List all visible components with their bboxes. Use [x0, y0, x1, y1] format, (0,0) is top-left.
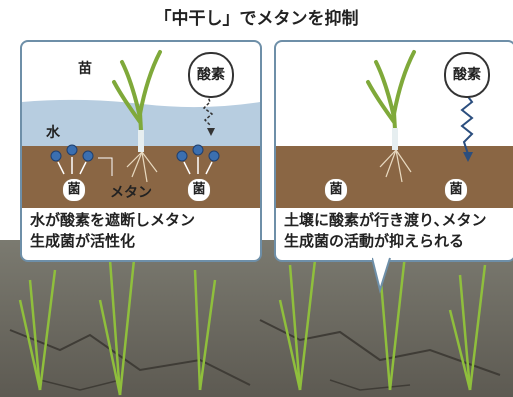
- bacteria-label-left: 菌: [62, 178, 86, 202]
- flooded-paddy-panel: 苗 水 酸素 菌 メタン 菌 水が酸素を遮断しメタン 生成菌が活性化: [20, 40, 262, 262]
- right-caption: 土壌に酸素が行き渡り､メタン 生成菌の活動が抑えられる: [284, 211, 487, 250]
- paddy-field-photo: [0, 240, 513, 397]
- seedling-label: 苗: [78, 61, 92, 77]
- drained-scene: [276, 50, 513, 208]
- left-caption: 水が酸素を遮断しメタン 生成菌が活性化: [30, 211, 196, 250]
- callout-tail: [372, 257, 391, 294]
- bacteria-label-right: 菌: [187, 178, 211, 202]
- bacteria-label-left: 菌: [324, 178, 348, 202]
- drained-paddy-panel: 酸素 菌 菌 土壌に酸素が行き渡り､メタン 生成菌の活動が抑えられる: [274, 40, 513, 262]
- bacteria-label-right: 菌: [444, 178, 468, 202]
- oxygen-bubble: 酸素: [444, 52, 490, 98]
- water-label: 水: [46, 125, 60, 141]
- flooded-scene: [22, 50, 260, 208]
- oxygen-bubble: 酸素: [188, 52, 234, 98]
- page-title: 「中干し」でメタンを抑制: [154, 9, 359, 29]
- methane-label: メタン: [110, 185, 152, 201]
